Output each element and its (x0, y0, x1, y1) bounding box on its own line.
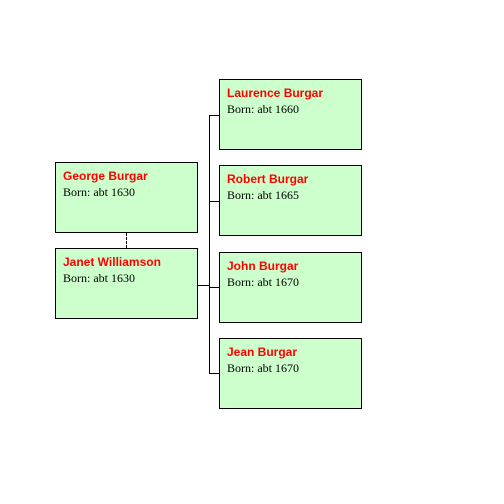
person-card-george-burgar[interactable]: George Burgar Born: abt 1630 (55, 162, 198, 233)
person-card-jean-burgar[interactable]: Jean Burgar Born: abt 1670 (219, 338, 362, 409)
person-birth: Born: abt 1630 (63, 271, 135, 285)
person-card-janet-williamson[interactable]: Janet Williamson Born: abt 1630 (55, 248, 198, 319)
person-name: Janet Williamson (63, 255, 161, 269)
person-birth: Born: abt 1670 (227, 275, 299, 289)
spouse-connector (126, 233, 127, 248)
person-card-john-burgar[interactable]: John Burgar Born: abt 1670 (219, 252, 362, 323)
person-birth: Born: abt 1665 (227, 188, 299, 202)
person-name: Laurence Burgar (227, 86, 324, 100)
person-name: Jean Burgar (227, 345, 298, 359)
person-card-robert-burgar[interactable]: Robert Burgar Born: abt 1665 (219, 165, 362, 236)
person-birth: Born: abt 1670 (227, 361, 299, 375)
person-birth: Born: abt 1660 (227, 102, 299, 116)
child-branch (209, 287, 220, 288)
parent-child-connector (198, 285, 209, 286)
person-name: John Burgar (227, 259, 299, 273)
person-name: George Burgar (63, 169, 148, 183)
person-name: Robert Burgar (227, 172, 309, 186)
child-branch (209, 115, 220, 116)
sibling-bracket (209, 115, 210, 374)
person-card-laurence-burgar[interactable]: Laurence Burgar Born: abt 1660 (219, 79, 362, 150)
child-branch (209, 201, 220, 202)
child-branch (209, 373, 220, 374)
person-birth: Born: abt 1630 (63, 185, 135, 199)
